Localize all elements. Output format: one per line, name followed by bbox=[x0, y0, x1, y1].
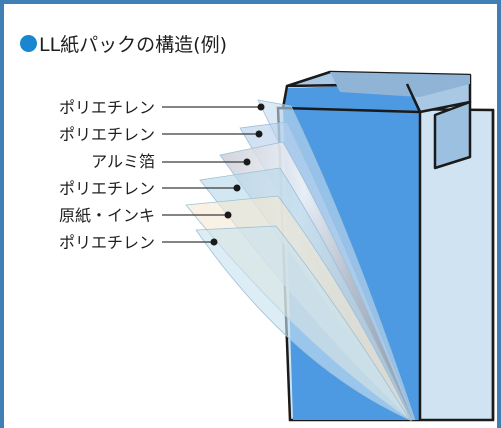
layer-label: アルミ箔 bbox=[91, 152, 155, 171]
layer-label: ポリエチレン bbox=[59, 125, 155, 144]
figure-title: LL紙パックの構造(例) bbox=[20, 30, 227, 57]
leader-dot bbox=[233, 184, 241, 192]
carton-edge bbox=[282, 106, 421, 114]
layer-label: ポリエチレン bbox=[59, 98, 155, 117]
layer-label: ポリエチレン bbox=[59, 179, 155, 198]
peeled-layers bbox=[185, 99, 416, 422]
layer-labels: ポリエチレン ポリエチレン アルミ箔 ポリエチレン 原紙・インキ ポリエチレン bbox=[59, 98, 265, 252]
leader-dot bbox=[243, 158, 251, 166]
leader-dot bbox=[224, 211, 232, 219]
carton-flap bbox=[433, 100, 472, 170]
bullet-icon bbox=[20, 35, 37, 52]
leader-dot bbox=[255, 130, 263, 138]
layer-label: 原紙・インキ bbox=[59, 206, 155, 225]
carton-top-stripe bbox=[330, 72, 470, 97]
leader-dot bbox=[210, 238, 218, 246]
figure-title-text: LL紙パックの構造(例) bbox=[39, 34, 227, 56]
layer-label: ポリエチレン bbox=[59, 233, 155, 252]
layer-sheet-polyethylene-4 bbox=[195, 225, 412, 421]
leader-dot bbox=[257, 103, 265, 111]
carton-edge bbox=[405, 83, 422, 113]
